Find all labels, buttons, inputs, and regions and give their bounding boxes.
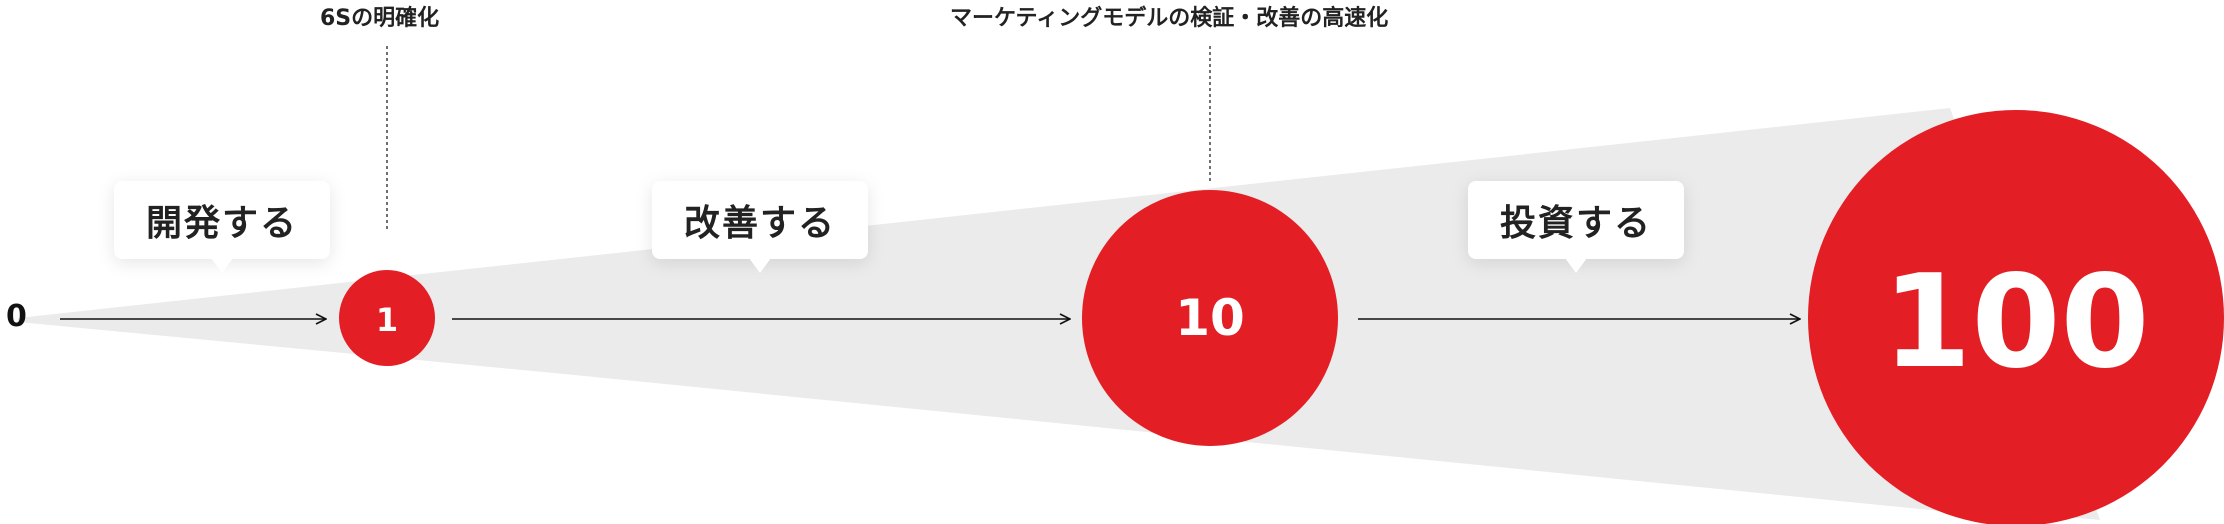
milestone-value-10: 10 [1175,289,1245,347]
step-bubble-invest: 投資する [1468,181,1684,259]
growth-cone-body [22,112,1950,512]
milestone-value-1: 1 [376,301,398,339]
milestone-value-100: 100 [1882,248,2149,397]
step-label-develop: 開発する [145,203,298,244]
step-label-improve: 改善する [683,203,836,244]
step-bubble-develop: 開発する [114,181,330,259]
milestone-circle-1 [339,270,435,366]
start-value: 0 [6,299,27,334]
step-bubble-improve: 改善する [652,181,868,259]
milestone-circle-100 [1808,110,2224,524]
annotation-6s: 6Sの明確化 [320,6,440,31]
step-label-invest: 投資する [1499,203,1652,244]
annotation-marketing-model: マーケティングモデルの検証・改善の高速化 [950,6,1389,31]
milestone-circle-10 [1082,190,1338,446]
